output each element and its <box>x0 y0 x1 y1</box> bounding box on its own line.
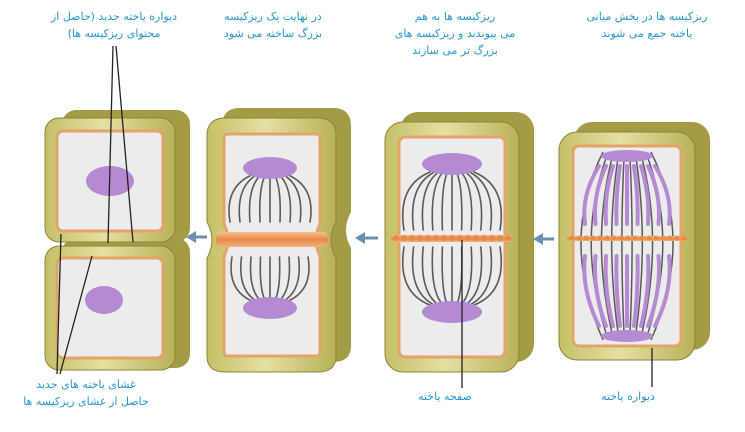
vesicle <box>577 236 582 241</box>
vesicle <box>449 235 455 241</box>
label-line: می پیوندند و ریزکیسه های <box>375 25 535 42</box>
chromosome-cluster <box>601 150 653 162</box>
label-line: ریزکیسه ها به هم <box>375 8 535 25</box>
label-line: در نهایت یک ریزکیسه <box>203 8 343 25</box>
vesicle-row <box>393 235 511 241</box>
vesicle <box>489 235 495 241</box>
vesicle <box>654 236 659 241</box>
vesicle-row <box>570 236 687 241</box>
vesicle <box>497 235 503 241</box>
vesicle <box>393 235 399 241</box>
vesicle <box>605 236 610 241</box>
label-line: صفحه یاخته <box>405 388 485 405</box>
vesicle <box>481 235 487 241</box>
label-vesicles-merge: ریزکیسه ها به هم می پیوندند و ریزکیسه ها… <box>375 8 535 59</box>
upper-nucleus <box>243 157 297 179</box>
label-cell-plate: صفحه یاخته <box>405 388 485 405</box>
vesicle <box>473 235 479 241</box>
vesicle <box>417 235 423 241</box>
cell-stage-large-vesicle <box>207 108 351 372</box>
label-line: حاصل از غشای ریزکیسه ها <box>6 393 166 410</box>
vesicle <box>570 236 575 241</box>
vesicle <box>409 235 415 241</box>
lower-nucleus <box>422 301 482 323</box>
vesicle <box>619 236 624 241</box>
label-vesicles-gather: ریزکیسه ها در بخش میانی یاخته جمع می شون… <box>566 8 728 42</box>
large-vesicle-plate <box>216 232 328 247</box>
lower-nucleus <box>85 286 123 314</box>
arrow-left-icon <box>533 233 554 245</box>
label-line: محتوای ریزکیسه ها) <box>38 25 190 42</box>
vesicle <box>591 236 596 241</box>
vesicle <box>668 236 673 241</box>
vesicle <box>647 236 652 241</box>
label-line: دیواره یاخته جدید (حاصل از <box>38 8 190 25</box>
vesicle <box>682 236 687 241</box>
vesicle <box>505 235 511 241</box>
label-cell-wall: دیواره یاخته <box>588 388 668 405</box>
label-line: یاخته جمع می شوند <box>566 25 728 42</box>
label-line: غشای یاخته های جدید <box>6 376 166 393</box>
vesicle <box>598 236 603 241</box>
vesicle <box>441 235 447 241</box>
chromosome-cluster <box>601 330 653 342</box>
vesicle <box>633 236 638 241</box>
vesicle <box>661 236 666 241</box>
daughter-cells <box>45 110 190 370</box>
vesicle <box>401 235 407 241</box>
label-line: بزرگ ساخته می شود <box>203 25 343 42</box>
vesicle <box>425 235 431 241</box>
label-line: بزرگ تر می سازند <box>375 42 535 59</box>
vesicle <box>612 236 617 241</box>
cell-stage-vesicles-gather <box>559 122 710 360</box>
label-new-cell-membranes: غشای یاخته های جدید حاصل از غشای ریزکیسه… <box>6 376 166 410</box>
vesicle <box>465 235 471 241</box>
label-line: ریزکیسه ها در بخش میانی <box>566 8 728 25</box>
cell-stage-vesicles-merge <box>385 112 534 372</box>
label-one-large-vesicle: در نهایت یک ریزکیسه بزرگ ساخته می شود <box>203 8 343 42</box>
vesicle <box>584 236 589 241</box>
vesicle <box>626 236 631 241</box>
vesicle <box>640 236 645 241</box>
label-new-cell-wall: دیواره یاخته جدید (حاصل از محتوای ریزکیس… <box>38 8 190 42</box>
vesicle <box>433 235 439 241</box>
lower-nucleus <box>243 297 297 319</box>
label-line: دیواره یاخته <box>588 388 668 405</box>
upper-nucleus <box>422 153 482 175</box>
vesicle <box>675 236 680 241</box>
arrow-left-icon <box>355 232 378 244</box>
